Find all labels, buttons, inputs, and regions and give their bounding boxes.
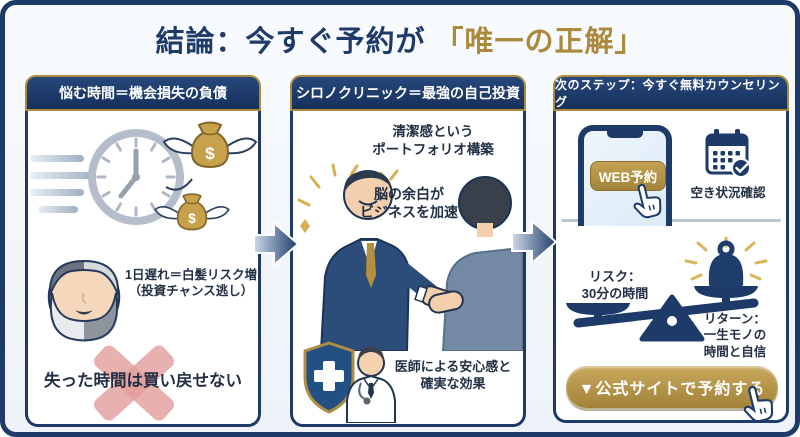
calendar-dots [713,151,740,170]
handshake-illustration [297,163,523,351]
kettlebell-weight-icon [708,240,744,286]
brain-line1: 脳の余白が [374,186,444,202]
panel-left-body: $ [25,111,261,427]
calendar-check-icon [705,129,751,178]
motion-curve [165,178,193,191]
speed-line [30,172,96,179]
title-highlight: 「唯一の正解」 [434,26,645,58]
portfolio-line1: 清潔感という [392,124,474,139]
scale-structure [566,286,759,342]
doctor-line1: 医師による安心感と [394,359,512,374]
panel-right-header: 次のステップ：今すぐ無料カウンセリング [553,75,789,111]
speed-line [30,189,84,196]
hand-cursor-icon [633,183,662,219]
phone-notch [607,131,643,138]
right-arrow-icon [253,222,299,266]
panel-mid-body: 清潔感という ポートフォリオ構築 [290,111,526,427]
return-line2: 一生モノの [703,328,767,343]
panel-next-step: 次のステップ：今すぐ無料カウンセリング WEB予約 [553,75,789,423]
aged-man-icon [47,259,121,342]
panel-left-header: 悩む時間＝機会損失の負債 [25,75,261,111]
return-line3: 時間と自信 [703,344,767,359]
page-title: 結論：今すぐ予約が 「唯一の正解」 [5,18,795,60]
right-arrow-icon [511,220,557,264]
risk-label: リスク： 30分の時間 [562,269,668,303]
panel-right-body: WEB予約 [553,111,789,423]
cta-button[interactable]: ▼公式サイトで予約する [566,366,778,408]
sparkles-icon [297,163,399,207]
title-main: 結論：今すぐ予約が [155,26,426,58]
brain-caption: 脳の余白が ビジネスを加速 [325,185,493,221]
lost-time-message: 失った時間は買い戻せない [44,372,242,390]
speed-line [38,206,78,213]
clock-ticks [96,137,176,217]
portfolio-caption: 清潔感という ポートフォリオ構築 [345,123,521,158]
panel-right-header-label: 次のステップ：今すぐ無料カウンセリング [555,78,781,109]
panel-mid-header: シロノクリニック＝最強の自己投資 [290,75,526,111]
delay-note-line1: 1日遅れ＝白髪リスク増 [125,268,257,282]
delay-note-line2: （投資チャンス逃し） [128,284,254,299]
doctor-line2: 確実な効果 [420,375,486,391]
return-line1: リターン： [704,312,766,326]
speed-line [30,155,84,162]
speeding-clock-icon: $ [30,121,257,231]
return-label: リターン： 一生モノの 時間と自信 [682,311,786,360]
availability-label: 空き状況確認 [690,186,766,200]
doctor-caption: 医師による安心感と 確実な効果 [385,359,521,393]
panel-opportunity-loss: 悩む時間＝機会損失の負債 $ [25,75,261,427]
handshake-hands [414,285,464,314]
brain-line2: ビジネスを加速 [360,204,458,221]
web-booking-button[interactable]: WEB予約 [590,161,666,191]
panel-self-investment: シロノクリニック＝最強の自己投資 清潔感という ポートフォリオ構築 [290,75,526,427]
balance-scale-icon [566,237,768,342]
delay-note: 1日遅れ＝白髪リスク増 （投資チャンス逃し） [124,267,258,300]
doctor-icon [346,347,396,423]
risk-line2: 30分の時間 [581,285,649,301]
panel-mid-header-label: シロノクリニック＝最強の自己投資 [296,85,520,101]
clock-center [132,173,140,181]
hand-cursor-icon [743,385,774,420]
clock-hands [118,148,139,199]
shield-doctor-icon [303,341,396,423]
portfolio-line2: ポートフォリオ構築 [372,141,494,157]
risk-line1: リスク： [588,269,641,284]
panel-left-header-label: 悩む時間＝機会損失の負債 [59,85,227,101]
